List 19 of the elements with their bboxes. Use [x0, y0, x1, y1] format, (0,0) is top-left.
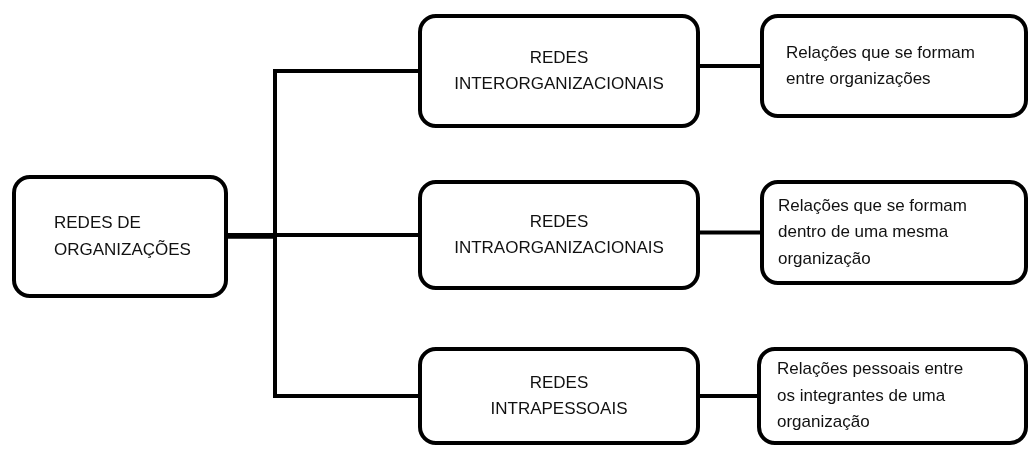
connector-line — [700, 394, 757, 398]
rounded-box — [418, 14, 700, 128]
rounded-box — [418, 180, 700, 290]
box-text: Relações pessoais entre os integrantes de uma organização — [777, 358, 965, 434]
rounded-box — [760, 180, 1028, 285]
connector-line — [228, 234, 418, 398]
box-text: REDES INTERORGANIZACIONAIS — [453, 46, 665, 95]
connector-line — [228, 233, 418, 237]
rounded-box — [757, 347, 1028, 445]
rounded-box — [760, 14, 1028, 118]
box-text: REDES INTRAPESSOAIS — [489, 371, 629, 420]
box-text: Relações que se formam entre organizações — [786, 41, 976, 90]
rounded-box — [418, 347, 700, 445]
connector-line — [700, 64, 760, 68]
rounded-box — [12, 175, 228, 298]
box-text: REDES INTRAORGANIZACIONAIS — [453, 210, 665, 259]
connector-line — [700, 230, 760, 235]
box-text: Relações que se formam dentro de uma mesma organização — [778, 195, 968, 270]
box-text: REDES DE ORGANIZAÇÕES — [54, 212, 192, 261]
